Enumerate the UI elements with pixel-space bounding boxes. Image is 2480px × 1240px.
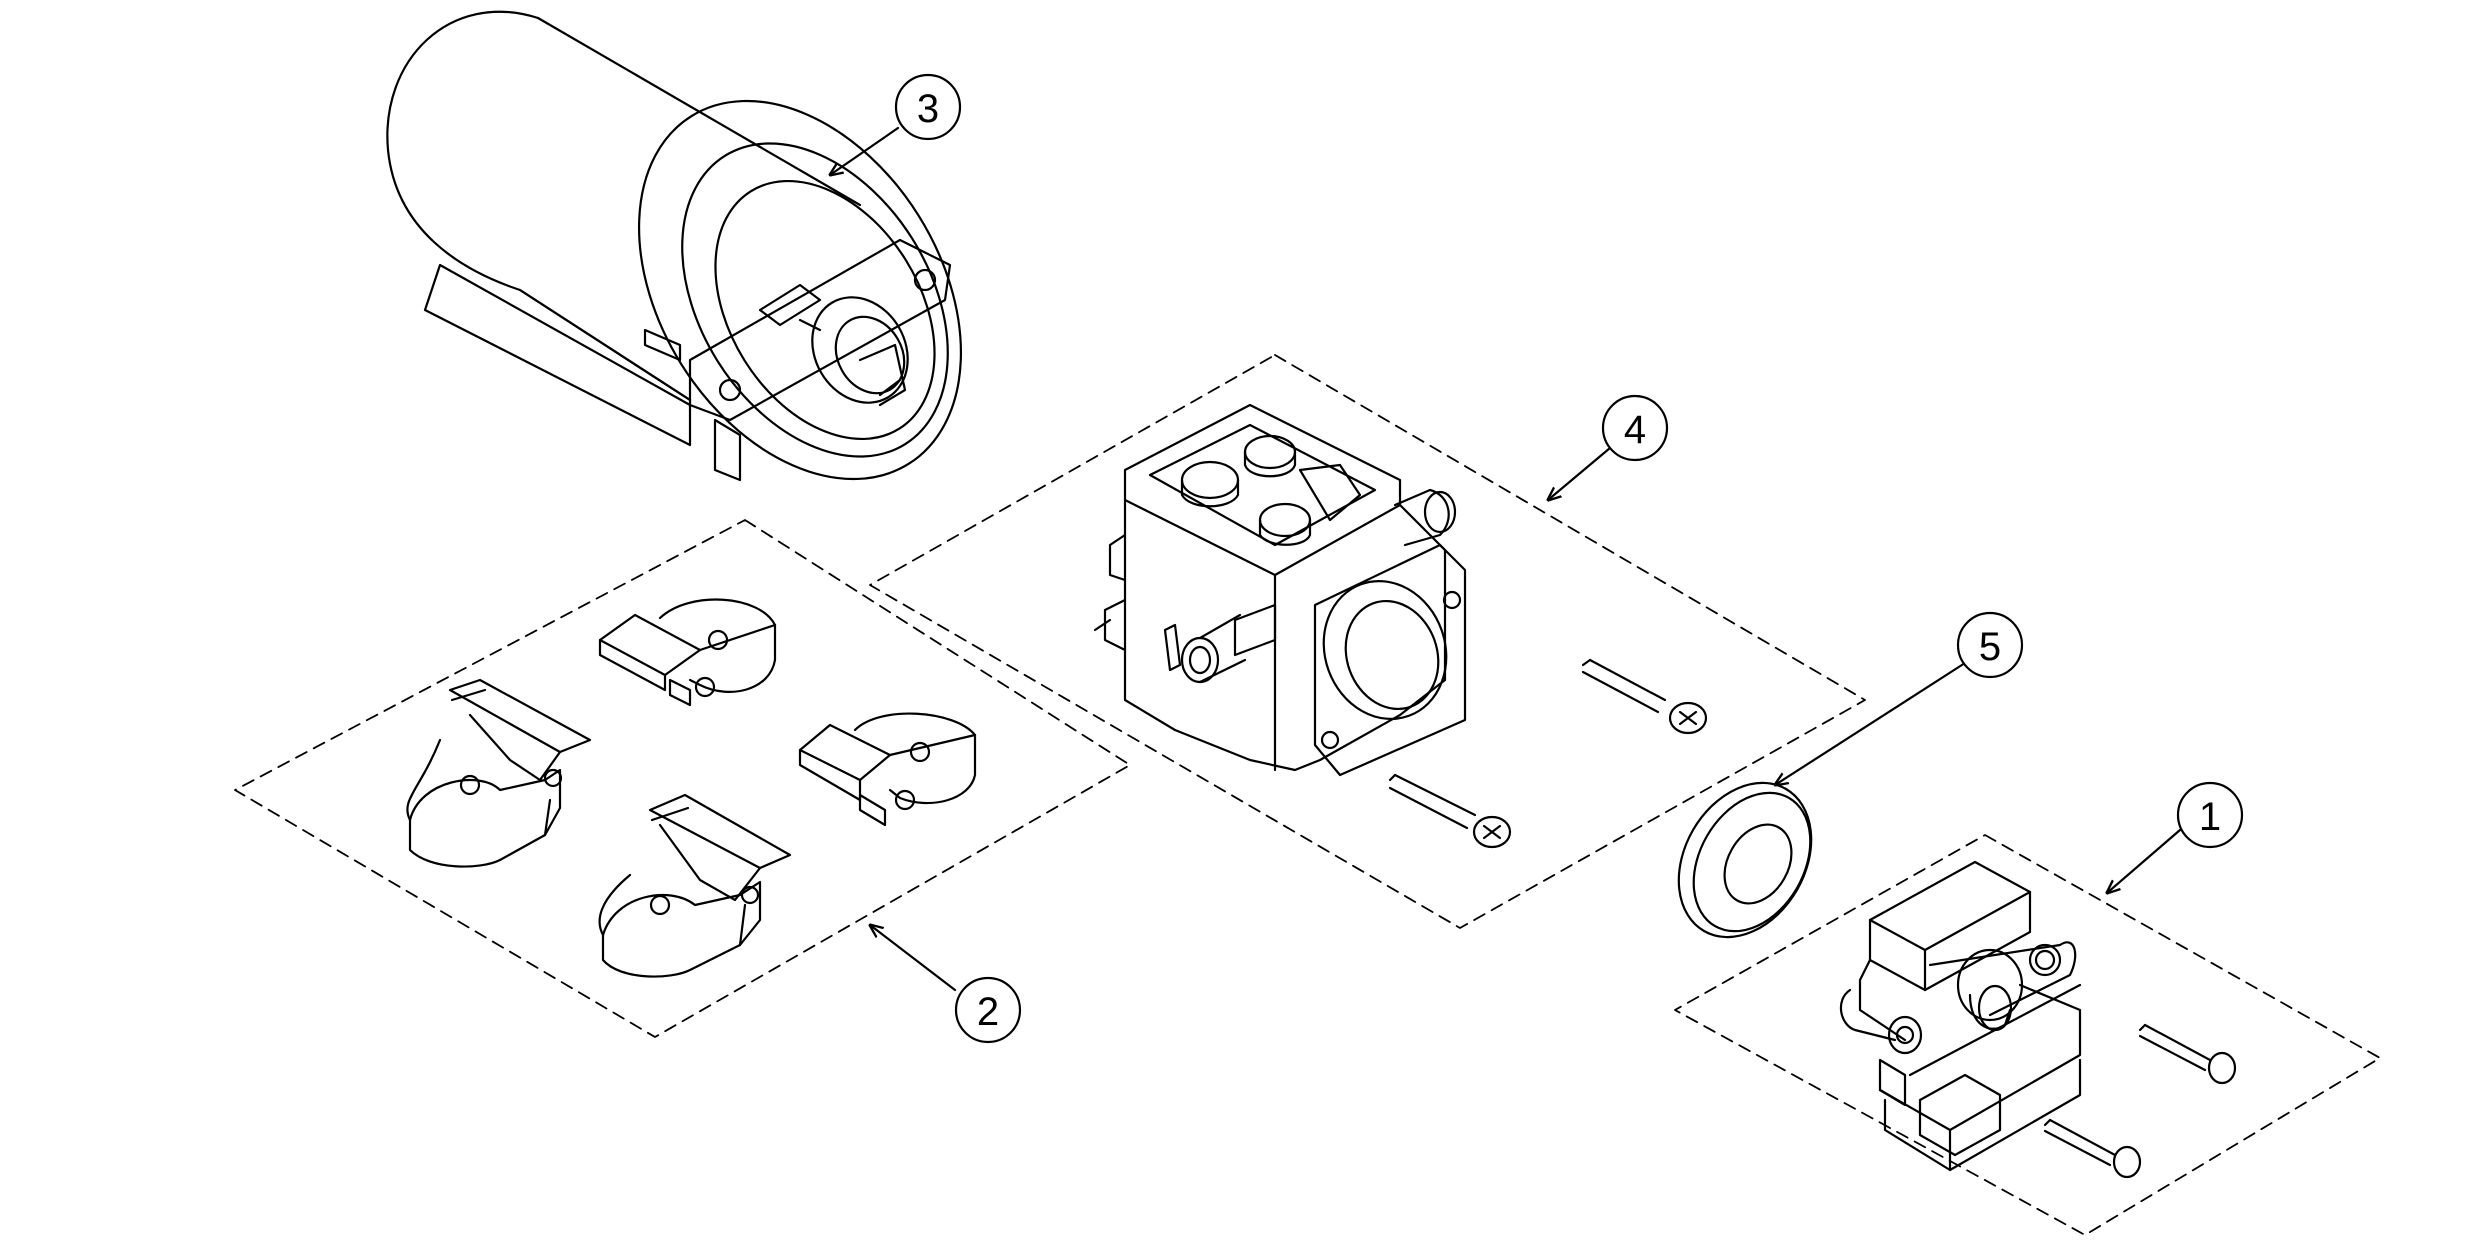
pump-body-group bbox=[869, 354, 1866, 929]
pump-body-boundary bbox=[869, 354, 1866, 929]
switch-boundary bbox=[1674, 834, 2381, 1236]
brackets-group bbox=[234, 519, 1131, 1038]
callout-leader-1 bbox=[2107, 828, 2182, 893]
callout-1: 1 bbox=[2176, 781, 2244, 849]
bracket-2 bbox=[406, 678, 592, 868]
brackets-boundary bbox=[234, 519, 1131, 1038]
callout-leader-2 bbox=[870, 925, 957, 992]
callout-2: 2 bbox=[954, 976, 1022, 1044]
callout-leader-4 bbox=[1548, 446, 1612, 500]
screw-2 bbox=[1388, 773, 1512, 849]
callout-3-label: 3 bbox=[917, 87, 939, 131]
callout-leader-3 bbox=[830, 126, 900, 175]
switch-screw-1 bbox=[2138, 1023, 2237, 1085]
bracket-3 bbox=[798, 712, 977, 827]
bracket-4 bbox=[598, 793, 792, 978]
screw-1 bbox=[1581, 658, 1708, 735]
motor-part bbox=[386, 10, 963, 482]
diaphragm-part bbox=[1677, 781, 1813, 939]
callout-3: 3 bbox=[894, 73, 962, 141]
pressure-switch bbox=[1839, 860, 2082, 1172]
switch-group bbox=[1674, 834, 2381, 1236]
callout-5: 5 bbox=[1956, 611, 2024, 679]
callout-4-label: 4 bbox=[1624, 408, 1646, 452]
callout-4: 4 bbox=[1601, 394, 1669, 462]
bracket-1 bbox=[598, 598, 777, 707]
callout-leader-5 bbox=[1775, 661, 1967, 785]
callout-2-label: 2 bbox=[977, 990, 999, 1034]
callout-5-label: 5 bbox=[1979, 625, 2001, 669]
switch-screw-2 bbox=[2043, 1118, 2142, 1179]
pump-housing bbox=[1093, 403, 1467, 777]
callout-1-label: 1 bbox=[2199, 795, 2221, 839]
